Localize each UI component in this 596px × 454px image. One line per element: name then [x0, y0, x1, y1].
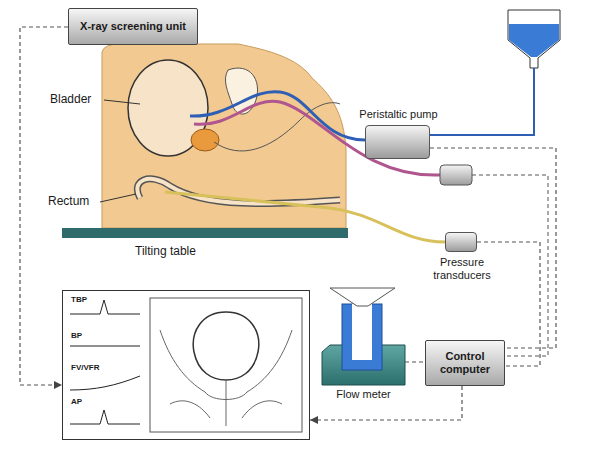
node-text: Flow meter [329, 388, 399, 401]
trace-ap [70, 410, 140, 424]
fluid-bag [508, 10, 560, 68]
organ-label: Rectum [48, 194, 89, 208]
monitor-screen [62, 290, 310, 440]
patient-body [102, 44, 346, 228]
signal-connector [405, 361, 425, 362]
node-text: AP [71, 397, 82, 407]
node-text: Control computer [432, 350, 498, 376]
part-label: Tilting table [135, 244, 196, 258]
transducer-box: Pressure transducers [445, 232, 477, 252]
xray-image [150, 298, 302, 432]
monitor-display: TBP BP FV/VFR AP [62, 290, 310, 440]
pressure-transducer [440, 165, 472, 185]
pump-box: Peristaltic pump [365, 125, 430, 159]
trace-bp [70, 346, 140, 347]
signal-connector [430, 148, 556, 348]
leader-line [100, 194, 136, 202]
node-text: BP [71, 331, 82, 341]
node-text: FV/VFR [71, 363, 99, 373]
xray-pelvis [160, 330, 292, 426]
fluid [509, 24, 559, 57]
cylinder-inner [352, 304, 372, 360]
organ-label: Bladder [50, 92, 91, 106]
node-text: Peristaltic pump [354, 108, 444, 121]
supply-tube [430, 68, 534, 135]
xray-unit-box: X-ray screening unit [68, 8, 198, 45]
node-text: Pressure transducers [422, 256, 502, 282]
collecting-cylinder [342, 304, 382, 370]
xray-bladder [193, 312, 259, 380]
funnel [330, 288, 395, 306]
flow-meter: Flow meter [322, 345, 405, 385]
leader-line [104, 100, 140, 104]
trace-fv-vfr [70, 376, 140, 390]
node-text: TBP [71, 295, 87, 305]
prostate [191, 129, 219, 151]
signal-connector [310, 386, 462, 420]
computer-box: Control computer [425, 340, 505, 386]
filling-tube [190, 92, 365, 140]
node-text: X-ray screening unit [80, 20, 186, 33]
tilting-table [62, 228, 348, 238]
